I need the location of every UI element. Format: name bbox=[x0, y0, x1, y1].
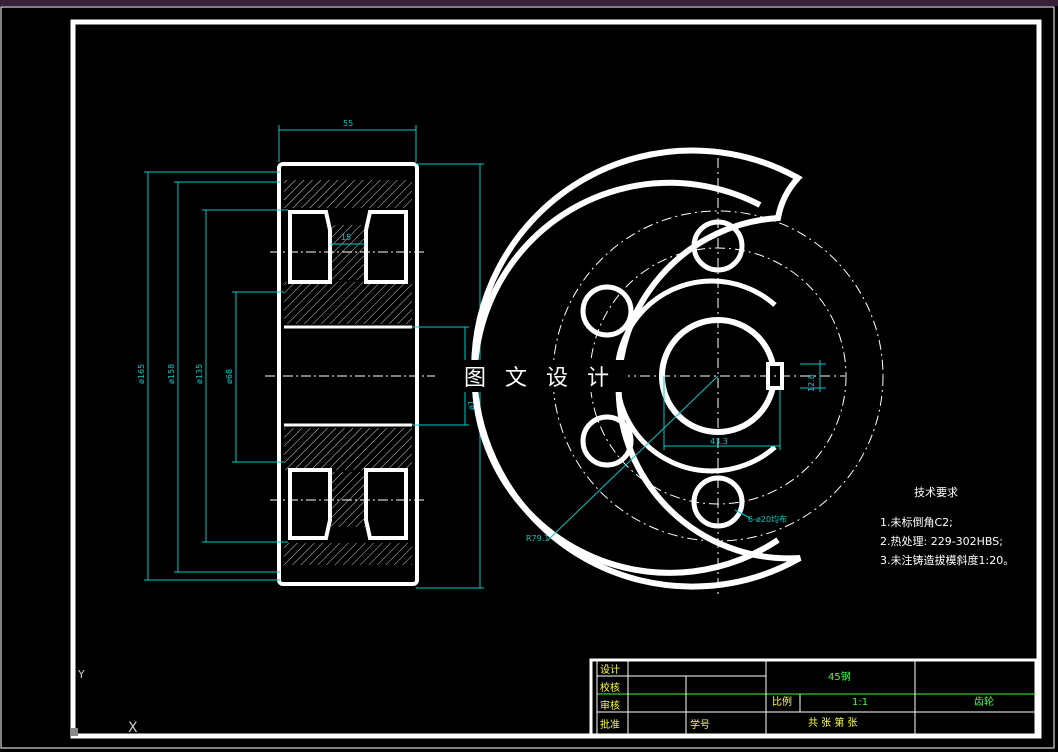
ucs-origin-icon bbox=[70, 728, 78, 736]
dim-holes: 6-ø20均布 bbox=[748, 514, 787, 524]
tech-item-3: 3.未注铸造拔模斜度1:20。 bbox=[880, 553, 1014, 567]
front-dimensions bbox=[547, 360, 826, 541]
tb-row-approve: 批准 bbox=[600, 718, 620, 731]
ucs-y-label: Y bbox=[77, 668, 85, 681]
tb-material: 45钢 bbox=[828, 670, 851, 683]
dim-dia-158: ø158 bbox=[167, 364, 176, 384]
tech-item-1: 1.未标倒角C2; bbox=[880, 515, 953, 529]
dim-key-depth: 43.3 bbox=[710, 437, 728, 446]
pitch-circle bbox=[552, 210, 884, 542]
web-cavity-bottom-left bbox=[288, 468, 332, 540]
lightening-hole-2 bbox=[580, 284, 634, 338]
rim-hatch-top bbox=[284, 180, 412, 208]
tb-scale-value: 1:1 bbox=[852, 697, 868, 708]
dim-dia-bore: ø1 bbox=[467, 400, 476, 410]
lightening-hole-3 bbox=[580, 414, 634, 468]
watermark-text: 图 文 设 计 bbox=[464, 366, 615, 391]
dim-key-width: 12.8 bbox=[807, 374, 816, 392]
web-cavity-top-right bbox=[364, 210, 408, 284]
dim-dia-165: ø165 bbox=[137, 364, 146, 384]
gear-outer-contour bbox=[471, 147, 803, 590]
watermark-bg bbox=[440, 360, 628, 392]
title-block bbox=[589, 658, 1038, 738]
tb-scale-label: 比例 bbox=[772, 695, 792, 708]
gear-section-outline bbox=[277, 162, 419, 586]
tb-student-id: 学号 bbox=[690, 718, 710, 731]
tb-row-check: 校核 bbox=[600, 681, 620, 694]
web-cavity-bottom-right bbox=[364, 468, 408, 540]
top-border-bar bbox=[0, 0, 1058, 6]
tech-item-2: 2.热处理: 229-302HBS; bbox=[880, 535, 1003, 548]
ucs-x-label: X bbox=[128, 720, 138, 736]
hub-hatch-top bbox=[284, 282, 412, 324]
web-cavity-top-left bbox=[288, 210, 332, 284]
cad-drawing-canvas[interactable]: 55 15 ø165 ø158 ø135 ø68 ø1 R79.1 43.3 1… bbox=[0, 6, 1058, 752]
tb-part-name: 齿轮 bbox=[974, 695, 994, 708]
dim-dia-135: ø135 bbox=[195, 364, 204, 384]
rim-hatch-bottom bbox=[284, 543, 412, 565]
section-view bbox=[265, 162, 435, 586]
tb-row-review: 审核 bbox=[600, 699, 620, 712]
tb-sheet: 共 张 第 张 bbox=[808, 716, 858, 729]
dim-width-top: 55 bbox=[343, 119, 353, 128]
dim-radius: R79.1 bbox=[526, 534, 549, 543]
section-dimensions bbox=[144, 125, 484, 589]
tech-title: 技术要求 bbox=[914, 486, 958, 499]
sheet-outer-border bbox=[0, 6, 1055, 749]
dim-dia-68: ø68 bbox=[225, 369, 234, 384]
hub-hatch-bottom bbox=[284, 428, 412, 470]
dim-hub-small: 15 bbox=[341, 233, 351, 242]
tb-row-design: 设计 bbox=[600, 663, 620, 676]
drawing-frame bbox=[70, 19, 1042, 739]
